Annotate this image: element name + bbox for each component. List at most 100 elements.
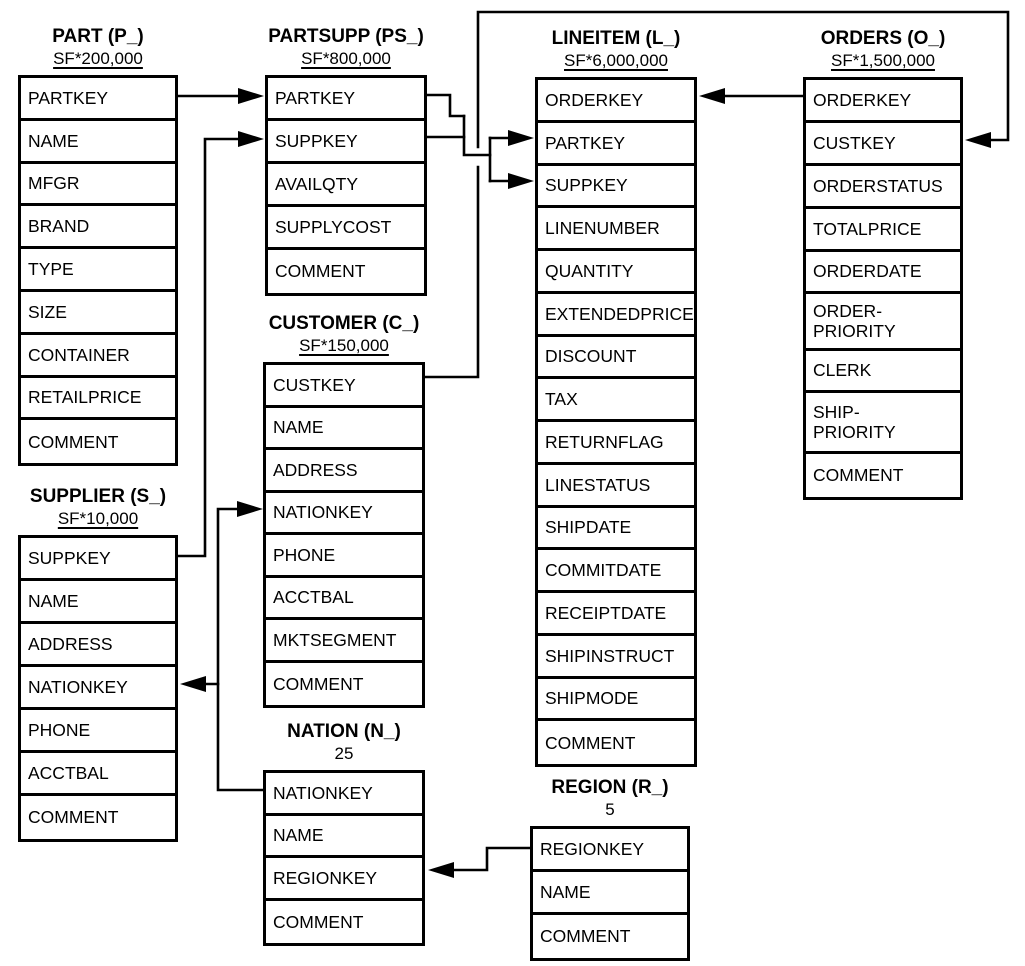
- column-label: SUPPKEY: [28, 547, 111, 568]
- table-title: LINEITEM (L_): [551, 28, 681, 49]
- lineitem-column-extendedprice: EXTENDEDPRICE: [538, 294, 694, 337]
- column-label: EXTENDEDPRICE: [545, 303, 694, 324]
- region-column-name: NAME: [533, 872, 687, 915]
- lineitem-column-orderkey: ORDERKEY: [538, 80, 694, 123]
- column-label: LINESTATUS: [545, 474, 651, 495]
- column-label: NAME: [273, 417, 324, 438]
- column-label: CUSTKEY: [273, 374, 356, 395]
- arrowhead-icon: [508, 173, 534, 189]
- column-label: COMMENT: [275, 261, 366, 282]
- nation-column-name: NAME: [266, 816, 422, 858]
- table-title: PART (P_): [52, 26, 144, 47]
- customer-column-nationkey: NATIONKEY: [266, 493, 422, 535]
- customer-header: CUSTOMER (C_)SF*150,000: [224, 313, 464, 356]
- column-label: TOTALPRICE: [813, 218, 922, 239]
- arrowhead-icon: [965, 132, 991, 148]
- column-label: NAME: [540, 881, 591, 902]
- table-title: CUSTOMER (C_): [268, 313, 420, 334]
- customer-column-name: NAME: [266, 408, 422, 450]
- arrowhead-icon: [508, 130, 534, 146]
- customer-column-phone: PHONE: [266, 535, 422, 578]
- column-label: CLERK: [813, 360, 872, 381]
- column-label: PHONE: [28, 719, 91, 740]
- column-label: SUPPKEY: [275, 130, 358, 151]
- nation-header: NATION (N_)25: [224, 721, 464, 764]
- customer-column-acctbal: ACCTBAL: [266, 578, 422, 620]
- column-label: PHONE: [273, 544, 336, 565]
- column-label: RECEIPTDATE: [545, 602, 667, 623]
- column-label: CUSTKEY: [813, 132, 896, 153]
- nation-column-regionkey: REGIONKEY: [266, 858, 422, 901]
- supplier-column-address: ADDRESS: [21, 624, 175, 667]
- part-header: PART (P_)SF*200,000: [0, 26, 218, 69]
- nation-column-nationkey: NATIONKEY: [266, 773, 422, 816]
- column-label: ORDER- PRIORITY: [813, 300, 896, 341]
- column-label: REGIONKEY: [540, 838, 645, 859]
- table-cardinality: SF*800,000: [301, 48, 391, 68]
- table-cardinality: 5: [605, 799, 615, 819]
- column-label: SIZE: [28, 301, 67, 322]
- lineitem-column-discount: DISCOUNT: [538, 337, 694, 380]
- orders-column-box: ORDERKEY CUSTKEY ORDERSTATUS TOTALPRICE ORDE…: [803, 77, 963, 500]
- column-label: SHIPMODE: [545, 688, 639, 709]
- column-label: QUANTITY: [545, 260, 634, 281]
- orders-column-totalprice: TOTALPRICE: [806, 209, 960, 252]
- column-label: COMMENT: [28, 431, 119, 452]
- column-label: PARTKEY: [275, 87, 356, 108]
- rel-partsupp-to-lineitem: [425, 93, 534, 189]
- part-column-brand: BRAND: [21, 206, 175, 250]
- rel-part-partkey-to-partsupp-partkey: [176, 88, 264, 104]
- column-label: NAME: [28, 590, 79, 611]
- part-column-retailprice: RETAILPRICE: [21, 378, 175, 421]
- customer-column-address: ADDRESS: [266, 450, 422, 493]
- table-cardinality: SF*10,000: [57, 508, 139, 528]
- table-cardinality: SF*200,000: [53, 48, 143, 68]
- partsupp-column-suppkey: SUPPKEY: [268, 121, 424, 164]
- column-label: ADDRESS: [273, 459, 358, 480]
- column-label: SHIPINSTRUCT: [545, 645, 675, 666]
- lineitem-column-commitdate: COMMITDATE: [538, 550, 694, 593]
- orders-column-clerk: CLERK: [806, 351, 960, 393]
- rel-region-regionkey-to-nation-regionkey: [428, 846, 532, 878]
- customer-column-comment: COMMENT: [266, 663, 422, 706]
- orders-column-comment: COMMENT: [806, 454, 960, 497]
- column-label: NATIONKEY: [273, 782, 373, 803]
- column-label: ACCTBAL: [28, 762, 109, 783]
- supplier-column-suppkey: SUPPKEY: [21, 538, 175, 581]
- column-label: ORDERDATE: [813, 261, 922, 282]
- lineitem-column-shipinstruct: SHIPINSTRUCT: [538, 636, 694, 679]
- lineitem-column-comment: COMMENT: [538, 721, 694, 764]
- part-column-size: SIZE: [21, 292, 175, 335]
- column-label: COMMENT: [273, 911, 364, 932]
- column-label: LINENUMBER: [545, 218, 660, 239]
- lineitem-column-shipdate: SHIPDATE: [538, 508, 694, 551]
- column-label: ORDERKEY: [813, 89, 912, 110]
- lineitem-column-returnflag: RETURNFLAG: [538, 422, 694, 465]
- column-label: MFGR: [28, 173, 80, 194]
- column-label: RETURNFLAG: [545, 431, 664, 452]
- part-column-type: TYPE: [21, 249, 175, 292]
- lineitem-column-box: ORDERKEY PARTKEY SUPPKEY LINENUMBER QUANTITY…: [535, 77, 697, 767]
- column-label: PARTKEY: [545, 132, 626, 153]
- arrowhead-icon: [180, 676, 206, 692]
- partsupp-header: PARTSUPP (PS_)SF*800,000: [226, 26, 466, 69]
- partsupp-column-supplycost: SUPPLYCOST: [268, 207, 424, 250]
- part-column-container: CONTAINER: [21, 335, 175, 378]
- column-label: TYPE: [28, 259, 74, 280]
- orders-column-orderkey: ORDERKEY: [806, 80, 960, 123]
- column-label: RETAILPRICE: [28, 387, 142, 408]
- table-title: ORDERS (O_): [820, 28, 946, 49]
- partsupp-column-availqty: AVAILQTY: [268, 164, 424, 207]
- orders-column-orderstatus: ORDERSTATUS: [806, 166, 960, 209]
- column-label: REGIONKEY: [273, 867, 378, 888]
- lineitem-column-tax: TAX: [538, 379, 694, 422]
- lineitem-column-linenumber: LINENUMBER: [538, 208, 694, 251]
- lineitem-header: LINEITEM (L_)SF*6,000,000: [496, 28, 736, 71]
- column-label: NATIONKEY: [273, 502, 373, 523]
- column-label: SUPPKEY: [545, 175, 628, 196]
- region-header: REGION (R_)5: [490, 777, 730, 820]
- column-label: ADDRESS: [28, 633, 113, 654]
